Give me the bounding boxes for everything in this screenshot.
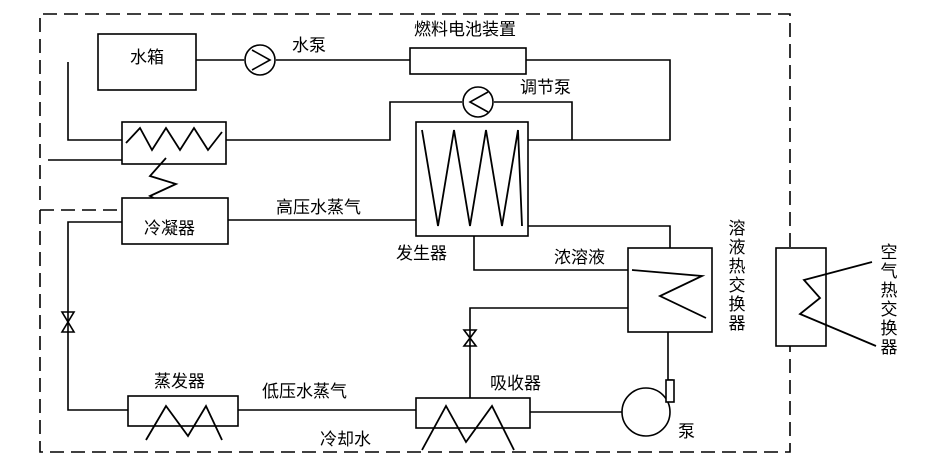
upper-hx-zigzag bbox=[125, 126, 223, 152]
generator-coil bbox=[421, 129, 523, 227]
cooling-water-label: 冷却水 bbox=[320, 430, 371, 450]
solution-heat-exchanger-box bbox=[627, 247, 713, 333]
air-hx-coil bbox=[798, 261, 877, 347]
regulating-pump-symbol bbox=[462, 86, 494, 118]
air-heat-exchanger-label: 空气热交换器 bbox=[880, 243, 898, 358]
high-pressure-vapor-label: 高压水蒸气 bbox=[276, 198, 361, 218]
pipe-heatexchanger-to-generator bbox=[226, 101, 462, 141]
pipe-generator-to-shx bbox=[473, 236, 628, 271]
concentrated-solution-label: 浓溶液 bbox=[554, 248, 605, 268]
evaporator-coil bbox=[145, 404, 223, 441]
water-pump-symbol bbox=[244, 44, 276, 76]
fuel-cell-loop-boundary bbox=[39, 13, 791, 200]
solution-hx-coil bbox=[631, 269, 707, 319]
pipe-fuelcell-to-generator bbox=[526, 59, 671, 141]
condenser-label: 冷凝器 bbox=[144, 219, 195, 239]
fuel-cell-label: 燃料电池装置 bbox=[414, 20, 516, 40]
evaporator-box bbox=[127, 395, 239, 427]
water-tank bbox=[97, 33, 197, 91]
absorber-box bbox=[415, 397, 531, 429]
regulating-pump-label: 调节泵 bbox=[520, 78, 571, 98]
upper-heat-exchanger bbox=[121, 121, 227, 165]
condenser-box bbox=[121, 197, 229, 245]
expansion-valve-right bbox=[462, 329, 478, 347]
absorber-coil bbox=[421, 404, 515, 451]
pipe-tank-to-heatexchanger bbox=[67, 62, 122, 141]
air-heat-exchanger-box bbox=[775, 247, 827, 347]
absorber-label: 吸收器 bbox=[490, 374, 541, 394]
solution-pump-symbol bbox=[621, 379, 675, 437]
generator-label: 发生器 bbox=[396, 244, 447, 264]
fuel-cell-device bbox=[409, 47, 527, 75]
water-pump-label: 水泵 bbox=[292, 36, 326, 56]
pipe-regpump-return bbox=[494, 101, 573, 140]
expansion-valve-left bbox=[60, 311, 76, 333]
solution-heat-exchanger-label: 溶液热交换器 bbox=[728, 219, 746, 334]
low-pressure-vapor-label: 低压水蒸气 bbox=[262, 382, 347, 402]
evaporator-label: 蒸发器 bbox=[154, 372, 205, 392]
pipe-shx-to-absorber bbox=[469, 307, 628, 398]
pump-label: 泵 bbox=[678, 422, 695, 442]
water-tank-label: 水箱 bbox=[130, 48, 164, 68]
pipe-condenser-to-evaporator bbox=[67, 221, 128, 411]
pipe-generator-top-to-shx bbox=[528, 225, 671, 248]
